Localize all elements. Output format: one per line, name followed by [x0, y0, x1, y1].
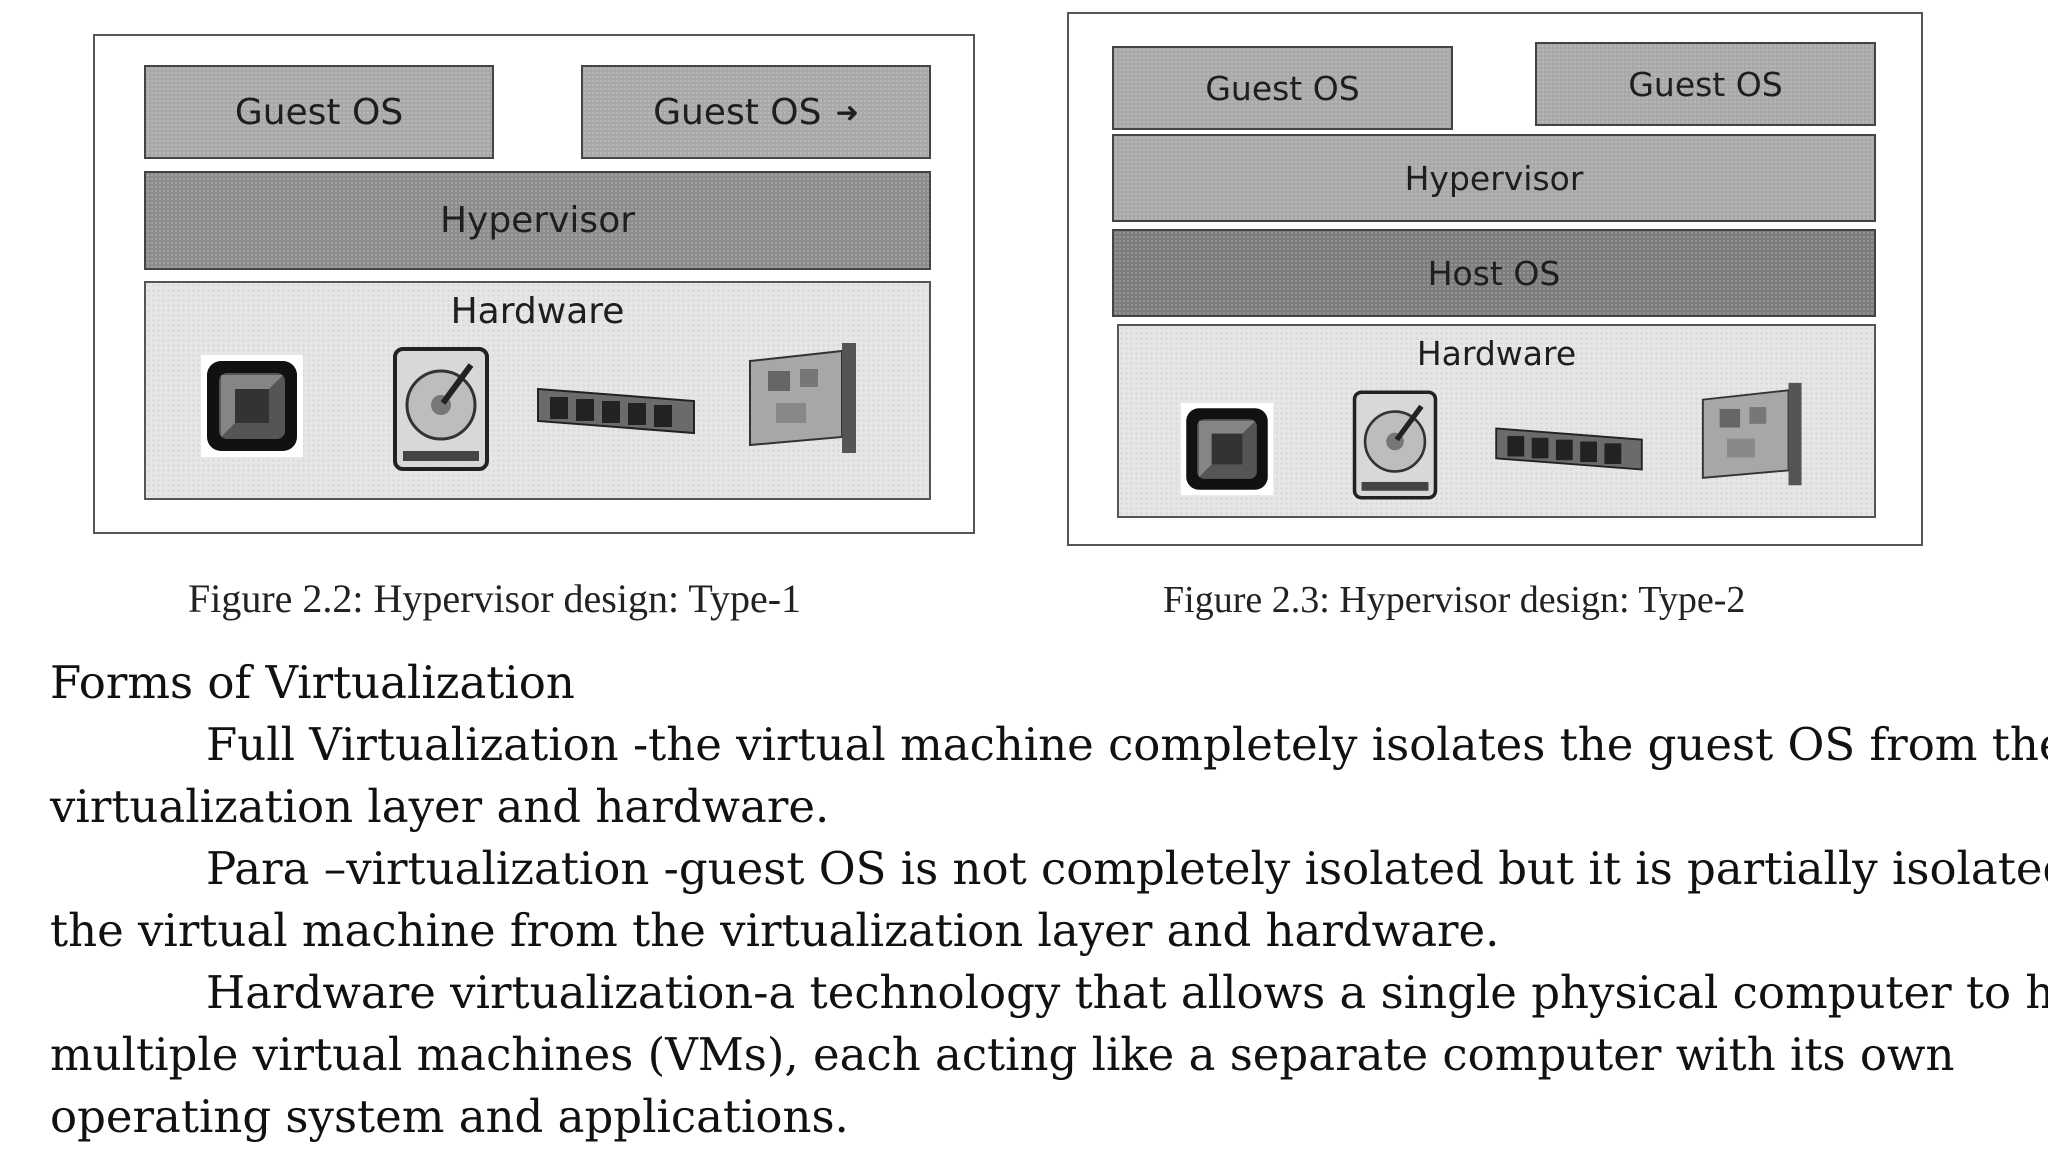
- network-card-icon: [749, 343, 856, 453]
- paragraph-line: virtualization layer and hardware.: [50, 780, 830, 833]
- guest-os-box: Guest OS ➜: [581, 65, 931, 159]
- hardware-label: Hardware: [1416, 334, 1577, 373]
- guest-os-box: Guest OS: [1112, 46, 1453, 130]
- paragraph-line: multiple virtual machines (VMs), each ac…: [50, 1028, 1955, 1081]
- paragraph-line: the virtual machine from the virtualizat…: [50, 904, 1500, 957]
- hard-drive-icon: [393, 347, 489, 471]
- paragraph-line: Para –virtualization -guest OS is not co…: [206, 842, 2048, 895]
- guest-os-label: Guest OS: [234, 91, 404, 133]
- paragraph-line: Hardware virtualization-a technology tha…: [206, 966, 2048, 1019]
- ram-module-icon: [1495, 427, 1643, 471]
- hypervisor-label: Hypervisor: [439, 200, 636, 241]
- ram-module-icon: [537, 387, 695, 435]
- host-os-label: Host OS: [1427, 253, 1561, 293]
- host-os-box: Host OS: [1112, 229, 1876, 317]
- network-card-icon: [1701, 382, 1802, 486]
- figure-caption: Figure 2.3: Hypervisor design: Type-2: [1163, 579, 1746, 621]
- hardware-box: Hardware: [144, 281, 931, 500]
- hardware-label: Hardware: [450, 291, 625, 332]
- figure-type1-diagram: Guest OS Guest OS ➜ Hypervisor Hardware: [93, 34, 975, 534]
- cpu-chip-icon: [201, 355, 303, 457]
- paragraph-line: operating system and applications.: [50, 1090, 849, 1143]
- cpu-chip-icon: [1180, 402, 1274, 496]
- hypervisor-box: Hypervisor: [1112, 134, 1876, 222]
- hypervisor-label: Hypervisor: [1404, 158, 1584, 198]
- guest-os-box: Guest OS: [144, 65, 494, 159]
- figure-caption: Figure 2.2: Hypervisor design: Type-1: [188, 576, 802, 621]
- figure-type2-diagram: Guest OS Guest OS Hypervisor Host OS Har…: [1067, 12, 1923, 546]
- hardware-box: Hardware: [1117, 324, 1876, 518]
- guest-os-label: Guest OS: [1628, 64, 1783, 104]
- paragraph-line: Full Virtualization -the virtual machine…: [206, 718, 2048, 771]
- hard-drive-icon: [1352, 390, 1438, 500]
- section-heading: Forms of Virtualization: [50, 656, 575, 709]
- guest-os-label: Guest OS: [1205, 68, 1360, 108]
- hypervisor-box: Hypervisor: [144, 171, 931, 270]
- guest-os-box: Guest OS: [1535, 42, 1876, 126]
- arrow-mark-icon: ➜: [835, 95, 859, 129]
- guest-os-label: Guest OS: [653, 91, 822, 133]
